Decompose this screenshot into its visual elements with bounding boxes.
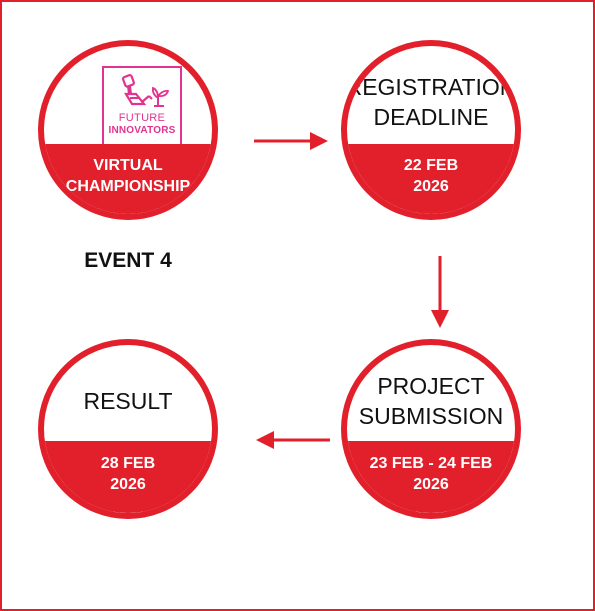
- step-3-date-line-1: 23 FEB - 24 FEB: [369, 455, 493, 472]
- step-2-date-band: 22 FEB 2026: [347, 144, 515, 214]
- step-1-line-1: VIRTUAL: [93, 157, 163, 174]
- step-2-title-line-1: REGISTRATION: [345, 73, 517, 100]
- step-3-date-line-2: 2026: [413, 476, 449, 493]
- step-3-title-line-2: SUBMISSION: [358, 402, 504, 429]
- step-3-title: PROJECT SUBMISSION: [347, 345, 515, 448]
- step-4-title-line-1: RESULT: [83, 387, 173, 414]
- arrow-right-icon: [254, 132, 328, 150]
- step-2-date-line-2: 2026: [413, 178, 449, 195]
- result-circle: RESULT 28 FEB 2026: [38, 339, 218, 519]
- step-1-line-2: CHAMPIONSHIP: [65, 178, 191, 195]
- arrow-left-icon: [256, 431, 330, 449]
- future-innovators-logo: FUTURE INNOVATORS: [102, 66, 182, 150]
- event-logo-circle: FUTURE INNOVATORS VIRTUAL CHAMPIONSHIP: [38, 40, 218, 220]
- step-4-date-band: 28 FEB 2026: [44, 441, 212, 513]
- logo-line-2: INNOVATORS: [108, 125, 176, 136]
- step-3-date-band: 23 FEB - 24 FEB 2026: [347, 441, 515, 513]
- step-1-band: VIRTUAL CHAMPIONSHIP: [44, 144, 212, 214]
- step-2-date-line-1: 22 FEB: [403, 157, 459, 174]
- event-label: EVENT 4: [84, 249, 172, 272]
- step-2-title: REGISTRATION DEADLINE: [347, 46, 515, 149]
- logo-line-1: FUTURE: [118, 112, 166, 124]
- step-4-date-line-1: 28 FEB: [100, 455, 156, 472]
- project-submission-circle: PROJECT SUBMISSION 23 FEB - 24 FEB 2026: [341, 339, 521, 519]
- step-2-title-line-2: DEADLINE: [373, 103, 489, 130]
- arrow-down-icon: [431, 256, 449, 328]
- registration-deadline-circle: REGISTRATION DEADLINE 22 FEB 2026: [341, 40, 521, 220]
- step-3-title-line-1: PROJECT: [377, 372, 485, 399]
- step-4-title: RESULT: [44, 345, 212, 448]
- step-4-date-line-2: 2026: [110, 476, 146, 493]
- robot-arm-icon: [121, 74, 170, 107]
